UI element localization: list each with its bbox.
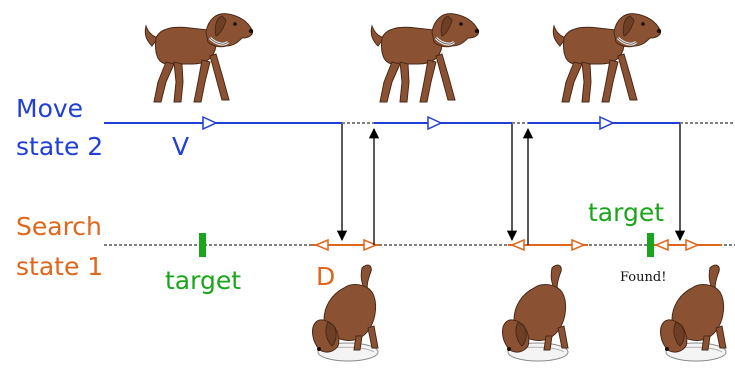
search-state-label: Search <box>16 212 102 241</box>
move-state-line <box>104 115 735 131</box>
sniffing-dog-icon <box>502 264 569 362</box>
target-marker-icon <box>647 233 654 257</box>
walking-dog-icon <box>369 12 481 104</box>
velocity-label: V <box>172 132 190 161</box>
search-direction-arrow <box>654 238 669 252</box>
detection-label: D <box>316 262 336 291</box>
walking-dog-icon <box>551 12 663 104</box>
move-direction-arrow <box>599 115 615 131</box>
search-direction-arrow <box>510 238 525 252</box>
found-label: Found! <box>620 270 667 285</box>
search-state-line <box>104 238 735 252</box>
sniffing-dog-icon <box>660 264 727 362</box>
search-direction-arrow <box>685 238 700 252</box>
search-direction-arrow <box>571 238 586 252</box>
target-label: target <box>165 266 242 295</box>
search-direction-arrow <box>363 238 378 252</box>
move-state-number: state 2 <box>16 132 104 161</box>
walking-dog-icon <box>143 12 255 104</box>
search-state-number: state 1 <box>16 252 104 281</box>
search-direction-arrow <box>314 238 329 252</box>
target-label: target <box>588 198 665 227</box>
move-direction-arrow <box>427 115 443 131</box>
move-state-label: Move <box>16 94 84 123</box>
target-marker-icon <box>199 233 206 257</box>
move-direction-arrow <box>202 115 218 131</box>
